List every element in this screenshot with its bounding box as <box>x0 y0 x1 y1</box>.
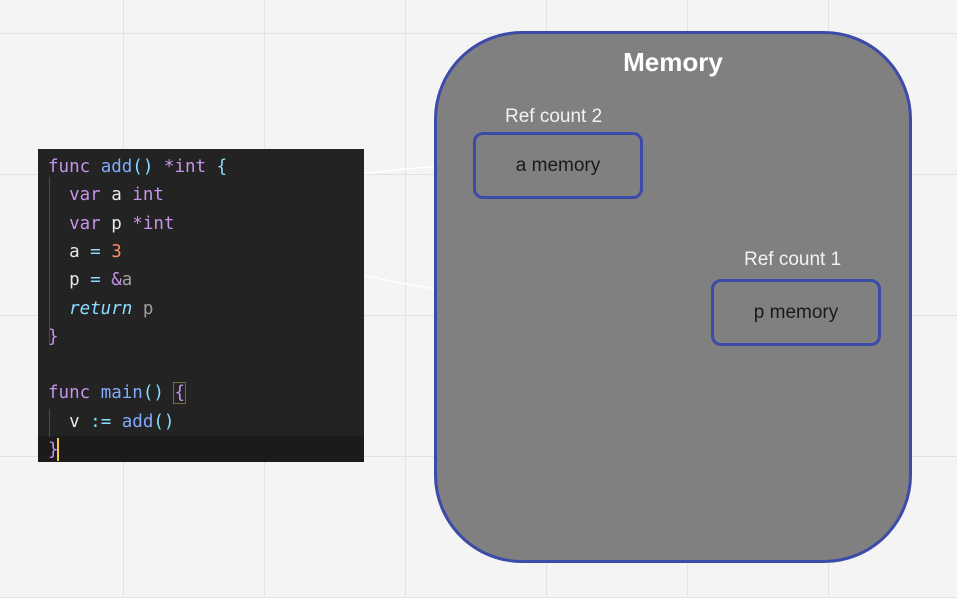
code-token: int <box>132 185 164 206</box>
code-token: main <box>100 383 143 404</box>
code-token: func <box>48 157 101 177</box>
memory-title: Memory <box>623 47 723 77</box>
code-token: func <box>48 383 101 404</box>
code-line: } <box>48 323 59 351</box>
code-token: p <box>132 298 154 319</box>
code-line: v := add() <box>48 408 174 436</box>
code-line: p = &a <box>48 266 132 294</box>
code-token: { <box>173 382 186 405</box>
a-memory-node: a memory <box>473 132 643 199</box>
code-line: var p *int <box>48 210 174 238</box>
code-line: return p <box>48 295 153 323</box>
code-token <box>48 299 69 319</box>
code-editor-panel: func add() *int { var a int var p *int a… <box>38 149 364 462</box>
code-token: & <box>111 270 122 291</box>
code-line: } <box>48 436 59 462</box>
code-line: func add() *int { <box>48 153 227 181</box>
code-token: *int <box>163 157 207 177</box>
code-token: *int <box>132 213 175 234</box>
code-token: var <box>48 213 112 234</box>
code-token: } <box>48 326 59 347</box>
code-token: = <box>90 270 112 291</box>
code-token: v <box>48 411 91 432</box>
indent-guide-add <box>49 177 50 345</box>
text-cursor <box>57 438 59 461</box>
indent-guide-main <box>49 409 50 437</box>
a-memory-ref-count: Ref count 2 <box>505 106 603 127</box>
p-memory-node: p memory <box>711 279 881 346</box>
code-token: p <box>111 213 133 234</box>
code-token: () <box>142 383 175 404</box>
code-token: a <box>48 241 91 262</box>
code-token: = <box>90 241 112 262</box>
code-token: var <box>48 185 112 206</box>
code-token: p <box>48 270 91 291</box>
code-token: () <box>132 157 164 177</box>
code-token: return <box>69 298 133 319</box>
code-line: var a int <box>48 181 164 209</box>
code-token: { <box>206 157 228 177</box>
p-memory-ref-count: Ref count 1 <box>744 249 842 270</box>
code-token: 3 <box>111 241 122 262</box>
code-token: a <box>121 270 133 291</box>
code-token: add <box>121 411 154 432</box>
code-token: } <box>48 440 59 460</box>
code-token: := <box>90 411 122 432</box>
code-line: func main() { <box>48 379 186 407</box>
current-line-highlight <box>38 436 364 462</box>
code-line: a = 3 <box>48 238 122 266</box>
code-token: () <box>153 411 175 432</box>
code-token: a <box>111 185 133 206</box>
code-token: add <box>100 157 133 177</box>
